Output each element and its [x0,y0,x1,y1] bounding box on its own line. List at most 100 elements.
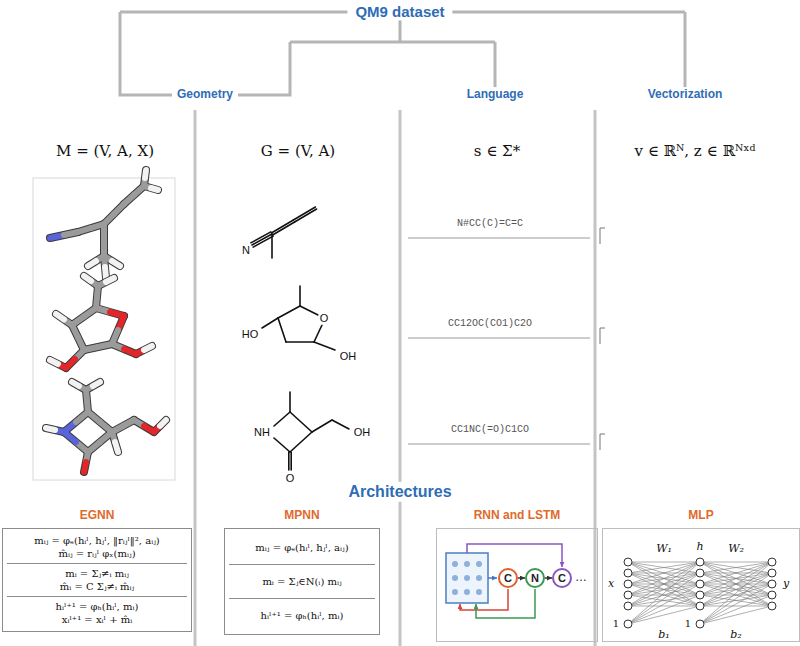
equation-panel: EGNNmᵢⱼ = φₑ(hᵢˡ, hⱼˡ, ‖rᵢⱼˡ‖², aᵢⱼ)m̂ᵢⱼ… [2,506,192,632]
equation: hᵢˡ⁺¹ = φₕ(hᵢˡ, mᵢ) [261,609,344,622]
representation-formula: G = (V, A) [261,143,335,160]
equation: xᵢˡ⁺¹ = xᵢˡ + m̂ᵢ [62,613,132,626]
bond-half [64,432,76,442]
weight-wire [700,595,772,606]
token-circle: N [525,568,545,588]
equation: hᵢˡ⁺¹ = φₕ(hᵢˡ, mᵢ) [56,600,139,613]
rnn-picture [446,544,562,618]
unit-circle [624,602,632,610]
equation-box: mᵢⱼ = φₑ(hᵢˡ, hⱼˡ, aᵢⱼ)mᵢ = Σⱼ∈N(ᵢ) mᵢⱼh… [224,528,380,635]
bond-line [314,325,322,342]
neuron-dot [464,589,470,595]
unit-circle [768,591,776,599]
weight-wire [700,573,772,606]
equation: m̂ᵢ = C Σⱼ≠ᵢ m̂ᵢⱼ [60,580,134,593]
equation-group: hᵢˡ⁺¹ = φₕ(hᵢˡ, mᵢ)xᵢˡ⁺¹ = xᵢˡ + m̂ᵢ [7,596,187,629]
atom-label: OH [353,426,372,439]
weight-wire [628,595,700,606]
unit-circle [768,580,776,588]
representation-formula: v ∈ ℝᴺ, z ∈ ℝᴺˣᵈ [634,143,755,160]
bond-line [290,432,312,452]
bond-half [145,170,146,178]
bond-line [288,452,290,470]
bond-outline [104,256,106,278]
token-circle: C [552,568,572,588]
flow-arrow [476,589,535,618]
circle-shape [553,569,571,587]
section-heading: Architectures [340,482,459,502]
equation: m̂ᵢⱼ = rᵢⱼˡ φₓ(mᵢⱼ) [58,547,135,560]
bond-line [314,342,335,350]
weight-wire [628,584,700,606]
bond-half [46,428,55,430]
equation-group: mᵢⱼ = φₑ(hᵢˡ, hⱼˡ, aᵢⱼ) [229,531,375,564]
flow-arrow [467,544,562,567]
bond-outline [72,325,84,350]
rule-line [408,238,590,444]
bond-outline [104,204,124,224]
bond-outline [136,346,152,354]
molecule-3d [50,276,152,368]
architecture-heading: MLP [602,506,800,524]
atom-label: NH [253,426,271,439]
molecule-3d [46,382,166,472]
weight-wire [628,595,700,606]
weight-wire [700,595,772,606]
bond-outline [86,390,88,412]
branch-heading: Vectorization [643,87,728,103]
tree-line [290,12,685,95]
bond-outline [50,232,78,238]
bias-unit: 1 [685,618,691,630]
bond-half [88,261,96,266]
weight-wires [628,562,772,624]
weight-wire [700,606,772,624]
equation: mᵢ = Σⱼ≠ᵢ mᵢⱼ [65,567,129,580]
bias-symbol: b₁ [658,629,669,642]
bond-line [271,220,293,233]
unit-circle [624,620,632,628]
vector-symbol: y [783,578,789,591]
bond-half [93,382,100,386]
tree-line [120,12,290,95]
bond-outline [64,412,88,432]
weight-wire [700,573,772,606]
unit-circle [696,558,704,566]
unit-circle [696,569,704,577]
representation-formula: M = (V, A, X) [56,143,154,160]
bond-line [295,209,317,222]
bond-line [293,207,315,220]
atom-label: OH [339,350,358,363]
bond-line [251,232,271,243]
smiles-string: N#CC(C)=C=C [457,218,523,230]
bond-outline [112,432,118,452]
bond-line [278,318,286,342]
weight-wire [628,606,700,607]
mlp-network [624,558,776,628]
bond-outline [72,308,96,325]
bond-outline [84,452,88,472]
bond-outline [144,170,146,186]
skeletal-formulas [251,207,349,470]
bond-half [115,442,118,452]
sequence-arrow [518,577,525,579]
bond-line [332,420,349,429]
bond-line [290,412,312,432]
bond-half [144,346,152,350]
neuron-dot [452,561,458,567]
unit-circle [768,569,776,577]
equation: mᵢⱼ = φₑ(hᵢˡ, hⱼˡ, ‖rᵢⱼˡ‖², aᵢⱼ) [34,534,160,547]
neuron-dot [476,589,482,595]
bond-half [106,278,114,282]
equation-group: mᵢ = Σⱼ≠ᵢ mᵢⱼm̂ᵢ = C Σⱼ≠ᵢ m̂ᵢⱼ [7,563,187,596]
vector-bracket [600,228,605,450]
token-letter: C [558,573,566,584]
bond-half [151,188,158,190]
branch-heading: Geometry [172,87,238,103]
equation-box: mᵢⱼ = φₑ(hᵢˡ, hⱼˡ, ‖rᵢⱼˡ‖², aᵢⱼ)m̂ᵢⱼ = r… [2,528,192,632]
bond-outline [112,420,134,432]
bond-line [271,234,273,258]
bond-outline [50,360,66,368]
bond-half [72,382,79,386]
bond-line [289,392,291,412]
